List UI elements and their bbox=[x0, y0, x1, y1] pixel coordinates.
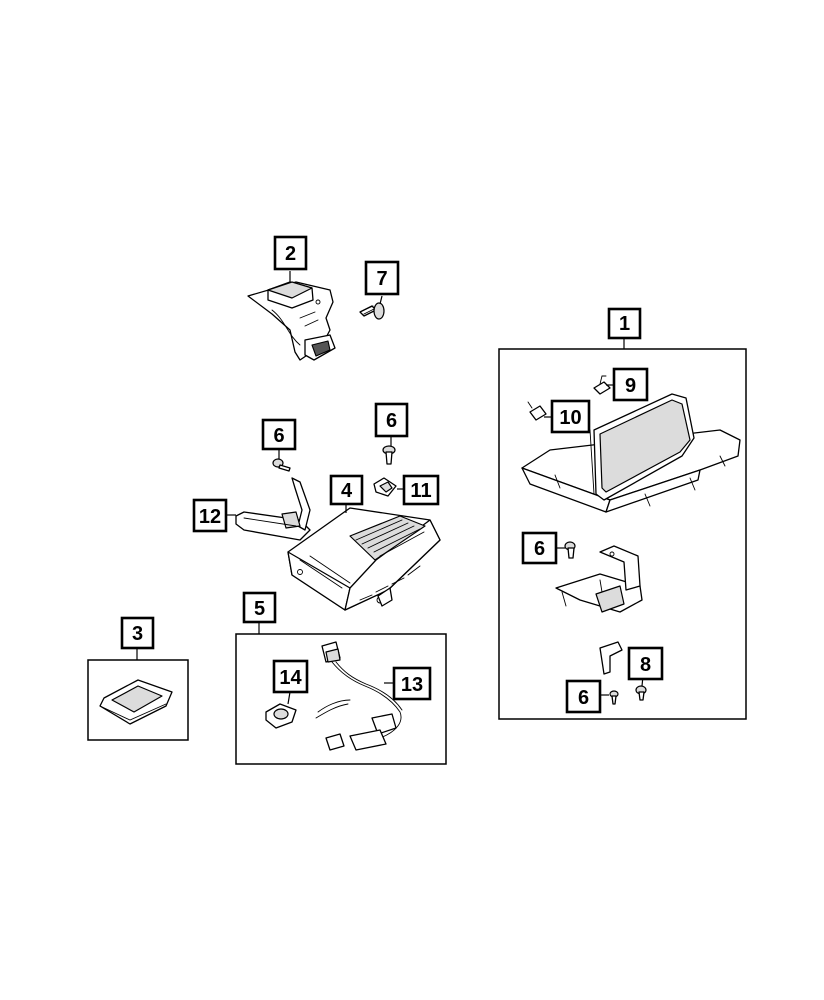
svg-text:12: 12 bbox=[199, 506, 221, 528]
part-14-grommet bbox=[265, 703, 297, 729]
callout-5: 5 bbox=[242, 591, 277, 624]
svg-text:7: 7 bbox=[376, 268, 387, 290]
part-8-screw bbox=[635, 685, 647, 701]
svg-text:11: 11 bbox=[410, 480, 431, 502]
part-1-display-screen bbox=[521, 393, 741, 513]
svg-text:4: 4 bbox=[341, 480, 353, 502]
callout-4: 4 bbox=[329, 474, 364, 506]
svg-text:14: 14 bbox=[279, 667, 302, 689]
part-10-clip bbox=[527, 401, 547, 421]
part-6-screw-c bbox=[564, 541, 576, 559]
svg-text:8: 8 bbox=[640, 654, 651, 676]
svg-text:13: 13 bbox=[401, 674, 423, 696]
callout-10: 10 bbox=[550, 399, 591, 434]
callout-13: 13 bbox=[392, 666, 432, 701]
part-2-module-bracket bbox=[247, 281, 336, 361]
svg-text:2: 2 bbox=[285, 243, 296, 265]
callout-12: 12 bbox=[192, 498, 228, 533]
svg-text:3: 3 bbox=[132, 623, 143, 645]
svg-text:10: 10 bbox=[559, 407, 581, 429]
callout-6-center: 6 bbox=[374, 402, 409, 438]
callout-6-right-upper: 6 bbox=[521, 531, 558, 565]
svg-text:9: 9 bbox=[625, 375, 636, 397]
part-6-screw-b bbox=[382, 445, 396, 465]
callout-14: 14 bbox=[272, 659, 309, 694]
callout-1: 1 bbox=[607, 307, 642, 340]
callout-6-right-lower: 6 bbox=[565, 679, 602, 714]
part-13-harness bbox=[315, 641, 403, 751]
part-1-mounting-bracket bbox=[555, 545, 643, 613]
group-frame-3 bbox=[87, 659, 189, 741]
part-4-radio-module bbox=[287, 507, 441, 611]
part-1-small-bracket bbox=[599, 641, 623, 675]
svg-text:6: 6 bbox=[534, 538, 545, 560]
callout-8: 8 bbox=[627, 646, 664, 681]
callout-9: 9 bbox=[612, 367, 649, 402]
svg-text:6: 6 bbox=[386, 410, 397, 432]
part-11-clip bbox=[373, 477, 397, 497]
callout-2: 2 bbox=[273, 235, 308, 271]
svg-text:1: 1 bbox=[619, 313, 630, 335]
svg-text:5: 5 bbox=[254, 598, 265, 620]
callout-11: 11 bbox=[402, 474, 440, 506]
svg-text:6: 6 bbox=[273, 425, 284, 447]
callout-7: 7 bbox=[364, 260, 400, 296]
group-frame-5 bbox=[235, 633, 447, 765]
callout-3: 3 bbox=[120, 616, 155, 650]
callout-6-left: 6 bbox=[261, 418, 297, 451]
part-3-sd-card bbox=[99, 679, 173, 725]
part-6-screw-d bbox=[609, 690, 619, 705]
part-6-screw-a bbox=[272, 458, 291, 472]
part-7-screw bbox=[359, 302, 385, 320]
svg-text:6: 6 bbox=[578, 687, 589, 709]
group-frame-1 bbox=[498, 348, 747, 720]
part-12-bracket bbox=[235, 477, 311, 541]
